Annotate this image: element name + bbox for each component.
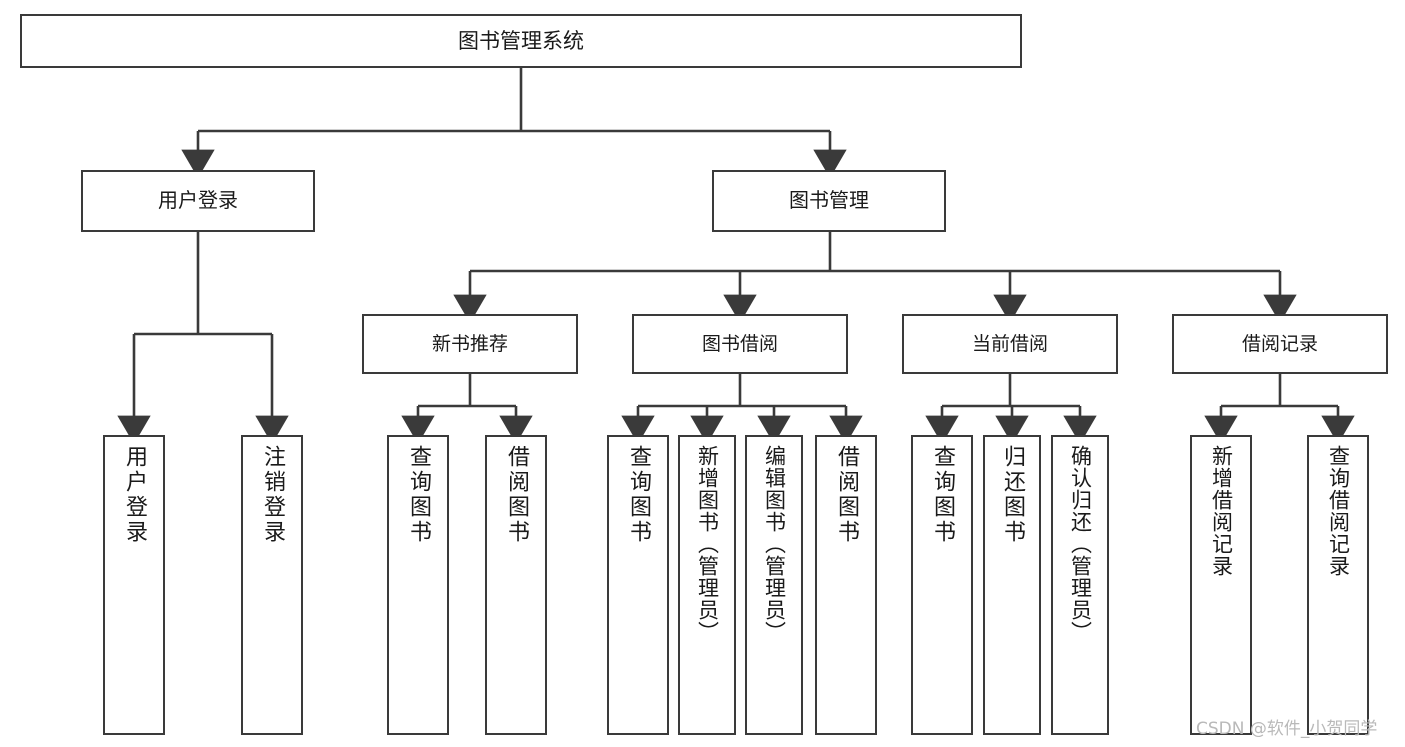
leaf-borrow-book-recommend-label: 借阅图书 — [504, 445, 529, 545]
node-new-book-recommend-label: 新书推荐 — [431, 332, 508, 355]
leaf-edit-book-admin[interactable]: 编辑图书（管理员） — [745, 435, 803, 735]
node-book-borrow-label: 图书借阅 — [701, 332, 778, 355]
leaf-query-book-borrow[interactable]: 查询图书 — [607, 435, 669, 735]
leaf-borrow-book[interactable]: 借阅图书 — [815, 435, 877, 735]
leaf-return-book[interactable]: 归还图书 — [983, 435, 1041, 735]
leaf-add-borrow-record-label: 新增借阅记录 — [1209, 445, 1234, 577]
leaf-add-borrow-record[interactable]: 新增借阅记录 — [1190, 435, 1252, 735]
leaf-edit-book-admin-label: 编辑图书（管理员） — [762, 445, 787, 643]
node-user-login-label: 用户登录 — [158, 188, 238, 213]
leaf-user-login[interactable]: 用户登录 — [103, 435, 165, 735]
leaf-query-book-borrow-label: 查询图书 — [626, 445, 651, 545]
leaf-add-book-admin-label: 新增图书（管理员） — [695, 445, 720, 643]
leaf-confirm-return-admin-label: 确认归还（管理员） — [1068, 445, 1093, 643]
leaf-query-borrow-record-label: 查询借阅记录 — [1326, 445, 1351, 577]
node-current-borrow[interactable]: 当前借阅 — [902, 314, 1118, 374]
leaf-query-book-current-label: 查询图书 — [930, 445, 955, 545]
leaf-logout[interactable]: 注销登录 — [241, 435, 303, 735]
leaf-query-book-recommend[interactable]: 查询图书 — [387, 435, 449, 735]
leaf-query-book-recommend-label: 查询图书 — [406, 445, 431, 545]
node-root-label: 图书管理系统 — [458, 28, 584, 53]
node-book-management[interactable]: 图书管理 — [712, 170, 946, 232]
csdn-watermark: CSDN @软件_小贺同学 — [1196, 719, 1378, 739]
leaf-query-book-current[interactable]: 查询图书 — [911, 435, 973, 735]
leaf-borrow-book-label: 借阅图书 — [834, 445, 859, 545]
leaf-borrow-book-recommend[interactable]: 借阅图书 — [485, 435, 547, 735]
node-book-borrow[interactable]: 图书借阅 — [632, 314, 848, 374]
node-new-book-recommend[interactable]: 新书推荐 — [362, 314, 578, 374]
node-book-management-label: 图书管理 — [789, 188, 869, 213]
node-user-login[interactable]: 用户登录 — [81, 170, 315, 232]
node-root[interactable]: 图书管理系统 — [20, 14, 1022, 68]
leaf-confirm-return-admin[interactable]: 确认归还（管理员） — [1051, 435, 1109, 735]
leaf-return-book-label: 归还图书 — [1000, 445, 1025, 545]
node-current-borrow-label: 当前借阅 — [971, 332, 1048, 355]
node-borrow-record-label: 借阅记录 — [1241, 332, 1318, 355]
leaf-user-login-label: 用户登录 — [122, 445, 147, 545]
leaf-add-book-admin[interactable]: 新增图书（管理员） — [678, 435, 736, 735]
node-borrow-record[interactable]: 借阅记录 — [1172, 314, 1388, 374]
leaf-query-borrow-record[interactable]: 查询借阅记录 — [1307, 435, 1369, 735]
leaf-logout-label: 注销登录 — [260, 445, 285, 545]
